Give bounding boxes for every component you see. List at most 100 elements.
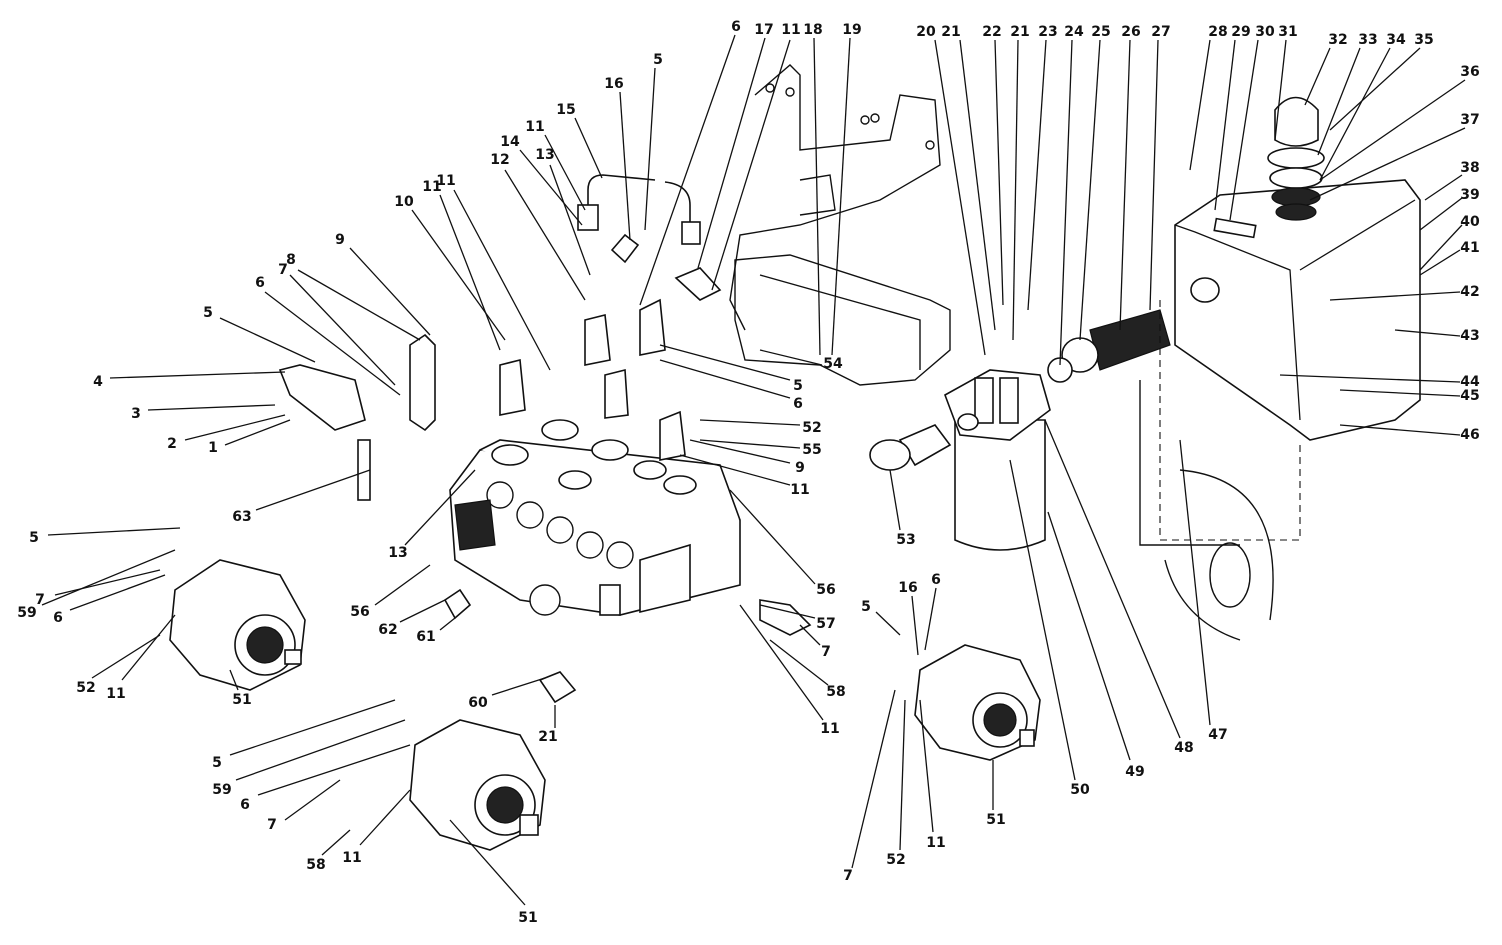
leader-line (769, 639, 829, 686)
leader-line (219, 317, 316, 363)
callout-label: 13 (535, 147, 554, 163)
callout-label: 37 (1460, 112, 1479, 128)
leader-line (619, 91, 631, 241)
leader-line (919, 699, 934, 833)
leader-line (729, 489, 816, 585)
leader-line (1319, 47, 1391, 181)
callout-label: 23 (1038, 24, 1057, 40)
callout-label: 7 (278, 262, 288, 278)
leader-line (374, 564, 431, 606)
leader-line (574, 117, 603, 179)
strainer (1047, 309, 1171, 383)
leader-line (544, 134, 586, 211)
callout-label: 31 (1278, 24, 1297, 40)
fittings-group (278, 174, 812, 704)
leader-line (679, 454, 791, 486)
callout-label: 11 (525, 119, 544, 135)
callout-label: 42 (1460, 284, 1479, 300)
leader-line (359, 789, 411, 846)
callout-label: 13 (388, 545, 407, 561)
callout-label: 40 (1460, 214, 1480, 230)
callout-label: 11 (781, 22, 800, 38)
leader-line (54, 569, 161, 596)
leader-line (1044, 419, 1181, 739)
leader-line (1419, 249, 1461, 276)
callout-label: 5 (653, 52, 663, 68)
callout-label: 35 (1414, 32, 1433, 48)
leader-line (1419, 224, 1463, 271)
leader-line (1424, 174, 1463, 201)
mounting-frame (729, 64, 951, 386)
leader-line (349, 247, 431, 336)
callout-label: 45 (1460, 388, 1479, 404)
callout-label: 30 (1255, 24, 1275, 40)
leader-line (659, 359, 791, 399)
callout-label: 51 (518, 910, 537, 926)
leader-line (1214, 39, 1236, 211)
callout-label: 19 (842, 22, 861, 38)
leader-line (644, 67, 656, 231)
callout-label: 6 (240, 797, 250, 813)
leader-line (889, 469, 901, 531)
hydraulic-pump-right (914, 644, 1041, 761)
callout-label: 57 (816, 616, 835, 632)
leader-line (1319, 79, 1466, 181)
callout-label: 7 (267, 817, 277, 833)
leader-line (875, 611, 901, 636)
callout-label: 9 (335, 232, 345, 248)
callout-label: 58 (826, 684, 845, 700)
leader-line (453, 189, 551, 371)
leader-line (813, 37, 821, 356)
leader-line (1119, 39, 1131, 331)
leader-line (994, 39, 1004, 306)
leader-line (1189, 39, 1211, 171)
callout-label: 5 (29, 530, 39, 546)
hydraulic-pump-bottom (409, 719, 546, 851)
leader-lines (41, 34, 1466, 906)
leader-line (321, 829, 351, 856)
callout-label: 21 (538, 729, 557, 745)
callout-label: 55 (802, 442, 821, 458)
callout-label: 29 (1231, 24, 1250, 40)
callout-label: 60 (468, 695, 488, 711)
leader-line (689, 439, 791, 464)
leader-line (699, 439, 801, 449)
callout-label: 63 (232, 509, 251, 525)
callout-label: 6 (793, 396, 803, 412)
leader-line (449, 819, 526, 906)
leader-line (1059, 39, 1073, 366)
leader-line (519, 149, 583, 226)
callout-label: 18 (803, 22, 822, 38)
leader-line (411, 209, 506, 341)
leader-line (1339, 389, 1461, 397)
callout-label: 11 (106, 686, 125, 702)
leader-line (759, 604, 816, 619)
callout-label: 48 (1174, 740, 1193, 756)
callout-label: 10 (394, 194, 414, 210)
callout-label: 51 (986, 812, 1005, 828)
callout-label: 5 (861, 599, 871, 615)
callout-label: 6 (53, 610, 63, 626)
leader-line (109, 371, 286, 379)
callout-label: 7 (821, 644, 831, 660)
callout-label: 59 (212, 782, 231, 798)
callout-label: 11 (422, 179, 441, 195)
callout-label: 32 (1328, 32, 1347, 48)
leader-line (229, 669, 239, 691)
leader-line (1309, 127, 1466, 201)
callout-label: 34 (1386, 32, 1406, 48)
leader-line (1317, 47, 1361, 156)
callout-numbers: 1234555555666666777778991011111111111111… (17, 19, 1480, 926)
leader-line (235, 719, 406, 781)
leader-line (1329, 47, 1421, 131)
leader-line (934, 39, 986, 356)
callout-label: 49 (1125, 764, 1144, 780)
leader-line (711, 39, 791, 291)
callout-label: 52 (802, 420, 821, 436)
callout-label: 16 (898, 580, 917, 596)
callout-label: 11 (926, 835, 945, 851)
hydraulic-tank (1139, 179, 1421, 641)
leader-line (1394, 329, 1461, 337)
leader-line (851, 689, 896, 869)
